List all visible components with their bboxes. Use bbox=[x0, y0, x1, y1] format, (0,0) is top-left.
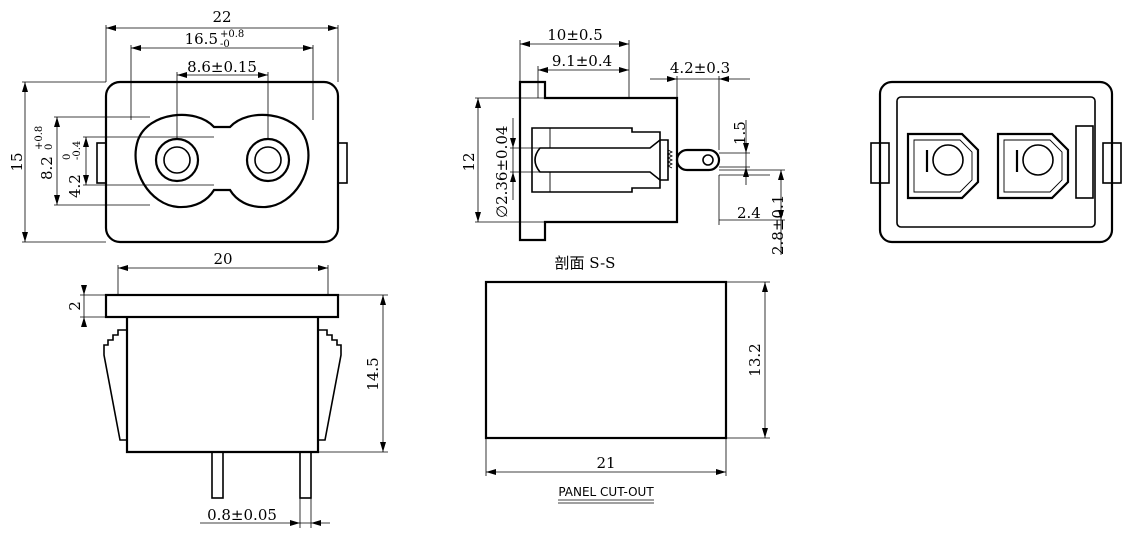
side-height-dim: 14.5 bbox=[364, 357, 382, 390]
tab-offset-dim: 2.4 bbox=[737, 204, 761, 222]
side-width-dim: 20 bbox=[213, 250, 232, 268]
hole-diameter-dim: 1.5 bbox=[731, 121, 749, 145]
cutout-width-dim: 21 bbox=[596, 454, 615, 472]
right-pin bbox=[254, 146, 282, 174]
solder-tab bbox=[675, 148, 721, 172]
section-view: 10±0.5 9.1±0.4 4.2±0.3 12 ∅2.36±0.04 1.5 bbox=[460, 26, 787, 272]
slot-height-dim: 4.2 bbox=[66, 174, 84, 198]
inner-height-dim: 8.2 bbox=[38, 156, 56, 180]
body-depth-dim: 9.1±0.4 bbox=[552, 52, 612, 70]
cutout-height-dim: 13.2 bbox=[746, 343, 764, 376]
panel-cutout: 13.2 21 PANEL CUT-OUT bbox=[484, 280, 770, 504]
left-terminal bbox=[906, 132, 980, 200]
front-view: 22 16.5 +0.8 -0 8.6±0.15 15 8.2 +0.8 0 bbox=[8, 8, 348, 244]
pin-section bbox=[534, 139, 669, 181]
left-pin-ring bbox=[154, 137, 200, 183]
section-height-dim: 12 bbox=[460, 152, 478, 171]
pin-width-dim: 0.8±0.05 bbox=[207, 506, 277, 524]
front-body-outline bbox=[104, 80, 340, 244]
depth-dim: 10±0.5 bbox=[547, 26, 603, 44]
svg-text:-0: -0 bbox=[220, 39, 230, 50]
right-terminal bbox=[996, 132, 1070, 200]
right-pin-ring bbox=[245, 137, 291, 183]
pin-diameter-dim: ∅2.36±0.04 bbox=[493, 126, 511, 218]
tab-length-dim: 4.2±0.3 bbox=[670, 59, 730, 77]
side-view: 20 2 14.5 0.8±0.05 bbox=[66, 250, 388, 528]
svg-text:0: 0 bbox=[44, 144, 55, 150]
left-pin bbox=[163, 146, 191, 174]
svg-text:+0.8: +0.8 bbox=[34, 126, 45, 150]
socket-outline bbox=[134, 113, 310, 209]
right-side-pin bbox=[299, 451, 312, 499]
cutout-label: PANEL CUT-OUT bbox=[558, 485, 654, 499]
section-label: 剖面 S-S bbox=[555, 254, 616, 272]
rear-body-outline bbox=[878, 80, 1114, 244]
tab-thickness-dim: 2.8±0.1 bbox=[769, 195, 787, 255]
pin-spacing-dim: 8.6±0.15 bbox=[187, 58, 257, 76]
cutout-outline bbox=[484, 280, 728, 440]
side-flange bbox=[104, 293, 340, 319]
svg-text:+0.8: +0.8 bbox=[220, 29, 244, 40]
height-dim: 15 bbox=[8, 152, 26, 171]
front-right-tab bbox=[337, 142, 348, 184]
front-left-tab bbox=[96, 142, 107, 184]
rear-view bbox=[870, 80, 1122, 244]
tol-width-dim: 16.5 bbox=[185, 30, 218, 48]
side-body bbox=[125, 317, 320, 454]
flange-dim: 2 bbox=[66, 301, 84, 311]
left-side-pin bbox=[211, 451, 224, 499]
svg-text:0: 0 bbox=[62, 154, 73, 160]
section-body bbox=[518, 80, 679, 242]
svg-text:-0.4: -0.4 bbox=[72, 141, 83, 160]
width-dim: 22 bbox=[212, 8, 231, 26]
